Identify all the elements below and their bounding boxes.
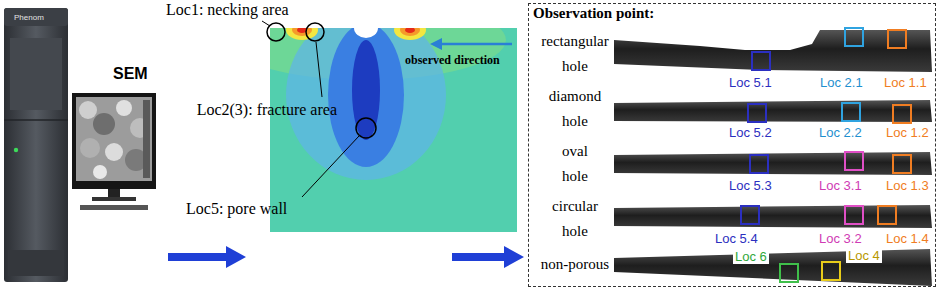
- screen-texture: [79, 101, 97, 119]
- sem-cabinet: [4, 8, 68, 282]
- plate-notch: [354, 28, 378, 38]
- observation-square: [893, 105, 911, 123]
- power-light: [14, 148, 18, 152]
- row-label: rectangular hole: [535, 29, 615, 79]
- panel-heading: Observation point:: [529, 4, 658, 23]
- location-tag: Loc 3.1: [817, 178, 864, 193]
- location-label: Loc1: necking area: [166, 1, 289, 19]
- location-label: Loc2(3): fracture area: [197, 101, 337, 119]
- monitor-frame: [72, 93, 156, 189]
- location-circle: [306, 23, 324, 41]
- leader-line: [316, 42, 322, 97]
- screen-toolbar: [143, 100, 150, 178]
- hot-spot: [286, 28, 318, 40]
- observation-square: [748, 104, 766, 122]
- location-tag: Loc 1.1: [882, 75, 929, 90]
- row-label: non-porous: [530, 252, 620, 277]
- hot-spot: [394, 28, 426, 40]
- observation-square: [780, 264, 798, 282]
- flow-arrow: [168, 246, 246, 268]
- location-tag: Loc 5.1: [727, 75, 774, 90]
- observation-square: [741, 206, 759, 224]
- cabinet-seam: [4, 119, 68, 121]
- sem-machine: [4, 8, 156, 282]
- cabinet-top: [4, 8, 68, 26]
- observation-square: [893, 155, 911, 173]
- specimen: [614, 249, 932, 286]
- observation-square: [842, 103, 860, 121]
- location-tag: Loc 3.2: [817, 231, 864, 246]
- location-tag: Loc 6: [733, 249, 769, 264]
- observation-square: [822, 262, 840, 280]
- location-circle: [356, 118, 376, 138]
- specimen: [614, 205, 932, 228]
- brand-label: Phenom: [14, 13, 44, 22]
- leader-line: [262, 21, 270, 26]
- location-label: Loc5: pore wall: [186, 200, 287, 218]
- location-tag: Loc 1.4: [884, 231, 931, 246]
- specimen: [614, 30, 932, 72]
- direction-arrowhead: [430, 38, 442, 50]
- monitor-stand: [108, 189, 120, 197]
- location-tag: Loc 5.2: [727, 125, 774, 140]
- screen-texture: [105, 143, 123, 161]
- cabinet-panel: [10, 38, 62, 110]
- screen-texture: [80, 138, 100, 158]
- flow-arrow: [452, 246, 524, 268]
- specimen: [614, 152, 932, 175]
- observation-square: [845, 28, 863, 46]
- screen-texture: [93, 113, 115, 135]
- leader-line: [302, 136, 359, 197]
- location-tag: Loc 5.4: [713, 231, 760, 246]
- location-tag: Loc 2.2: [817, 125, 864, 140]
- keyboard: [80, 205, 148, 210]
- row-label: oval hole: [555, 139, 595, 189]
- location-tag: Loc 4: [846, 248, 882, 263]
- row-label: diamond hole: [544, 84, 606, 134]
- direction-label: observed direction: [405, 53, 500, 68]
- location-tag: Loc 5.3: [727, 178, 774, 193]
- hot-spot: [292, 28, 312, 36]
- observation-square: [752, 52, 770, 70]
- specimen: [614, 100, 932, 122]
- observation-square: [888, 30, 906, 48]
- direction-arrow: [440, 43, 512, 46]
- stress-lobe: [328, 28, 404, 167]
- screen-texture: [116, 100, 132, 116]
- cabinet-base: [8, 250, 64, 276]
- instrument-label: SEM: [113, 65, 148, 83]
- observation-square: [750, 155, 768, 173]
- observation-square: [878, 206, 896, 224]
- monitor-foot: [92, 197, 136, 201]
- monitor-screen: [76, 97, 152, 181]
- screen-texture: [93, 165, 107, 179]
- row-label: circular hole: [544, 194, 606, 244]
- location-tag: Loc 2.1: [818, 75, 865, 90]
- stress-core: [352, 40, 380, 140]
- observation-square: [845, 152, 863, 170]
- observation-square: [845, 206, 863, 224]
- location-tag: Loc 1.2: [884, 125, 931, 140]
- hot-spot: [405, 28, 415, 33]
- fea-plate: [270, 28, 517, 232]
- hot-spot: [400, 28, 420, 36]
- location-tag: Loc 1.3: [884, 178, 931, 193]
